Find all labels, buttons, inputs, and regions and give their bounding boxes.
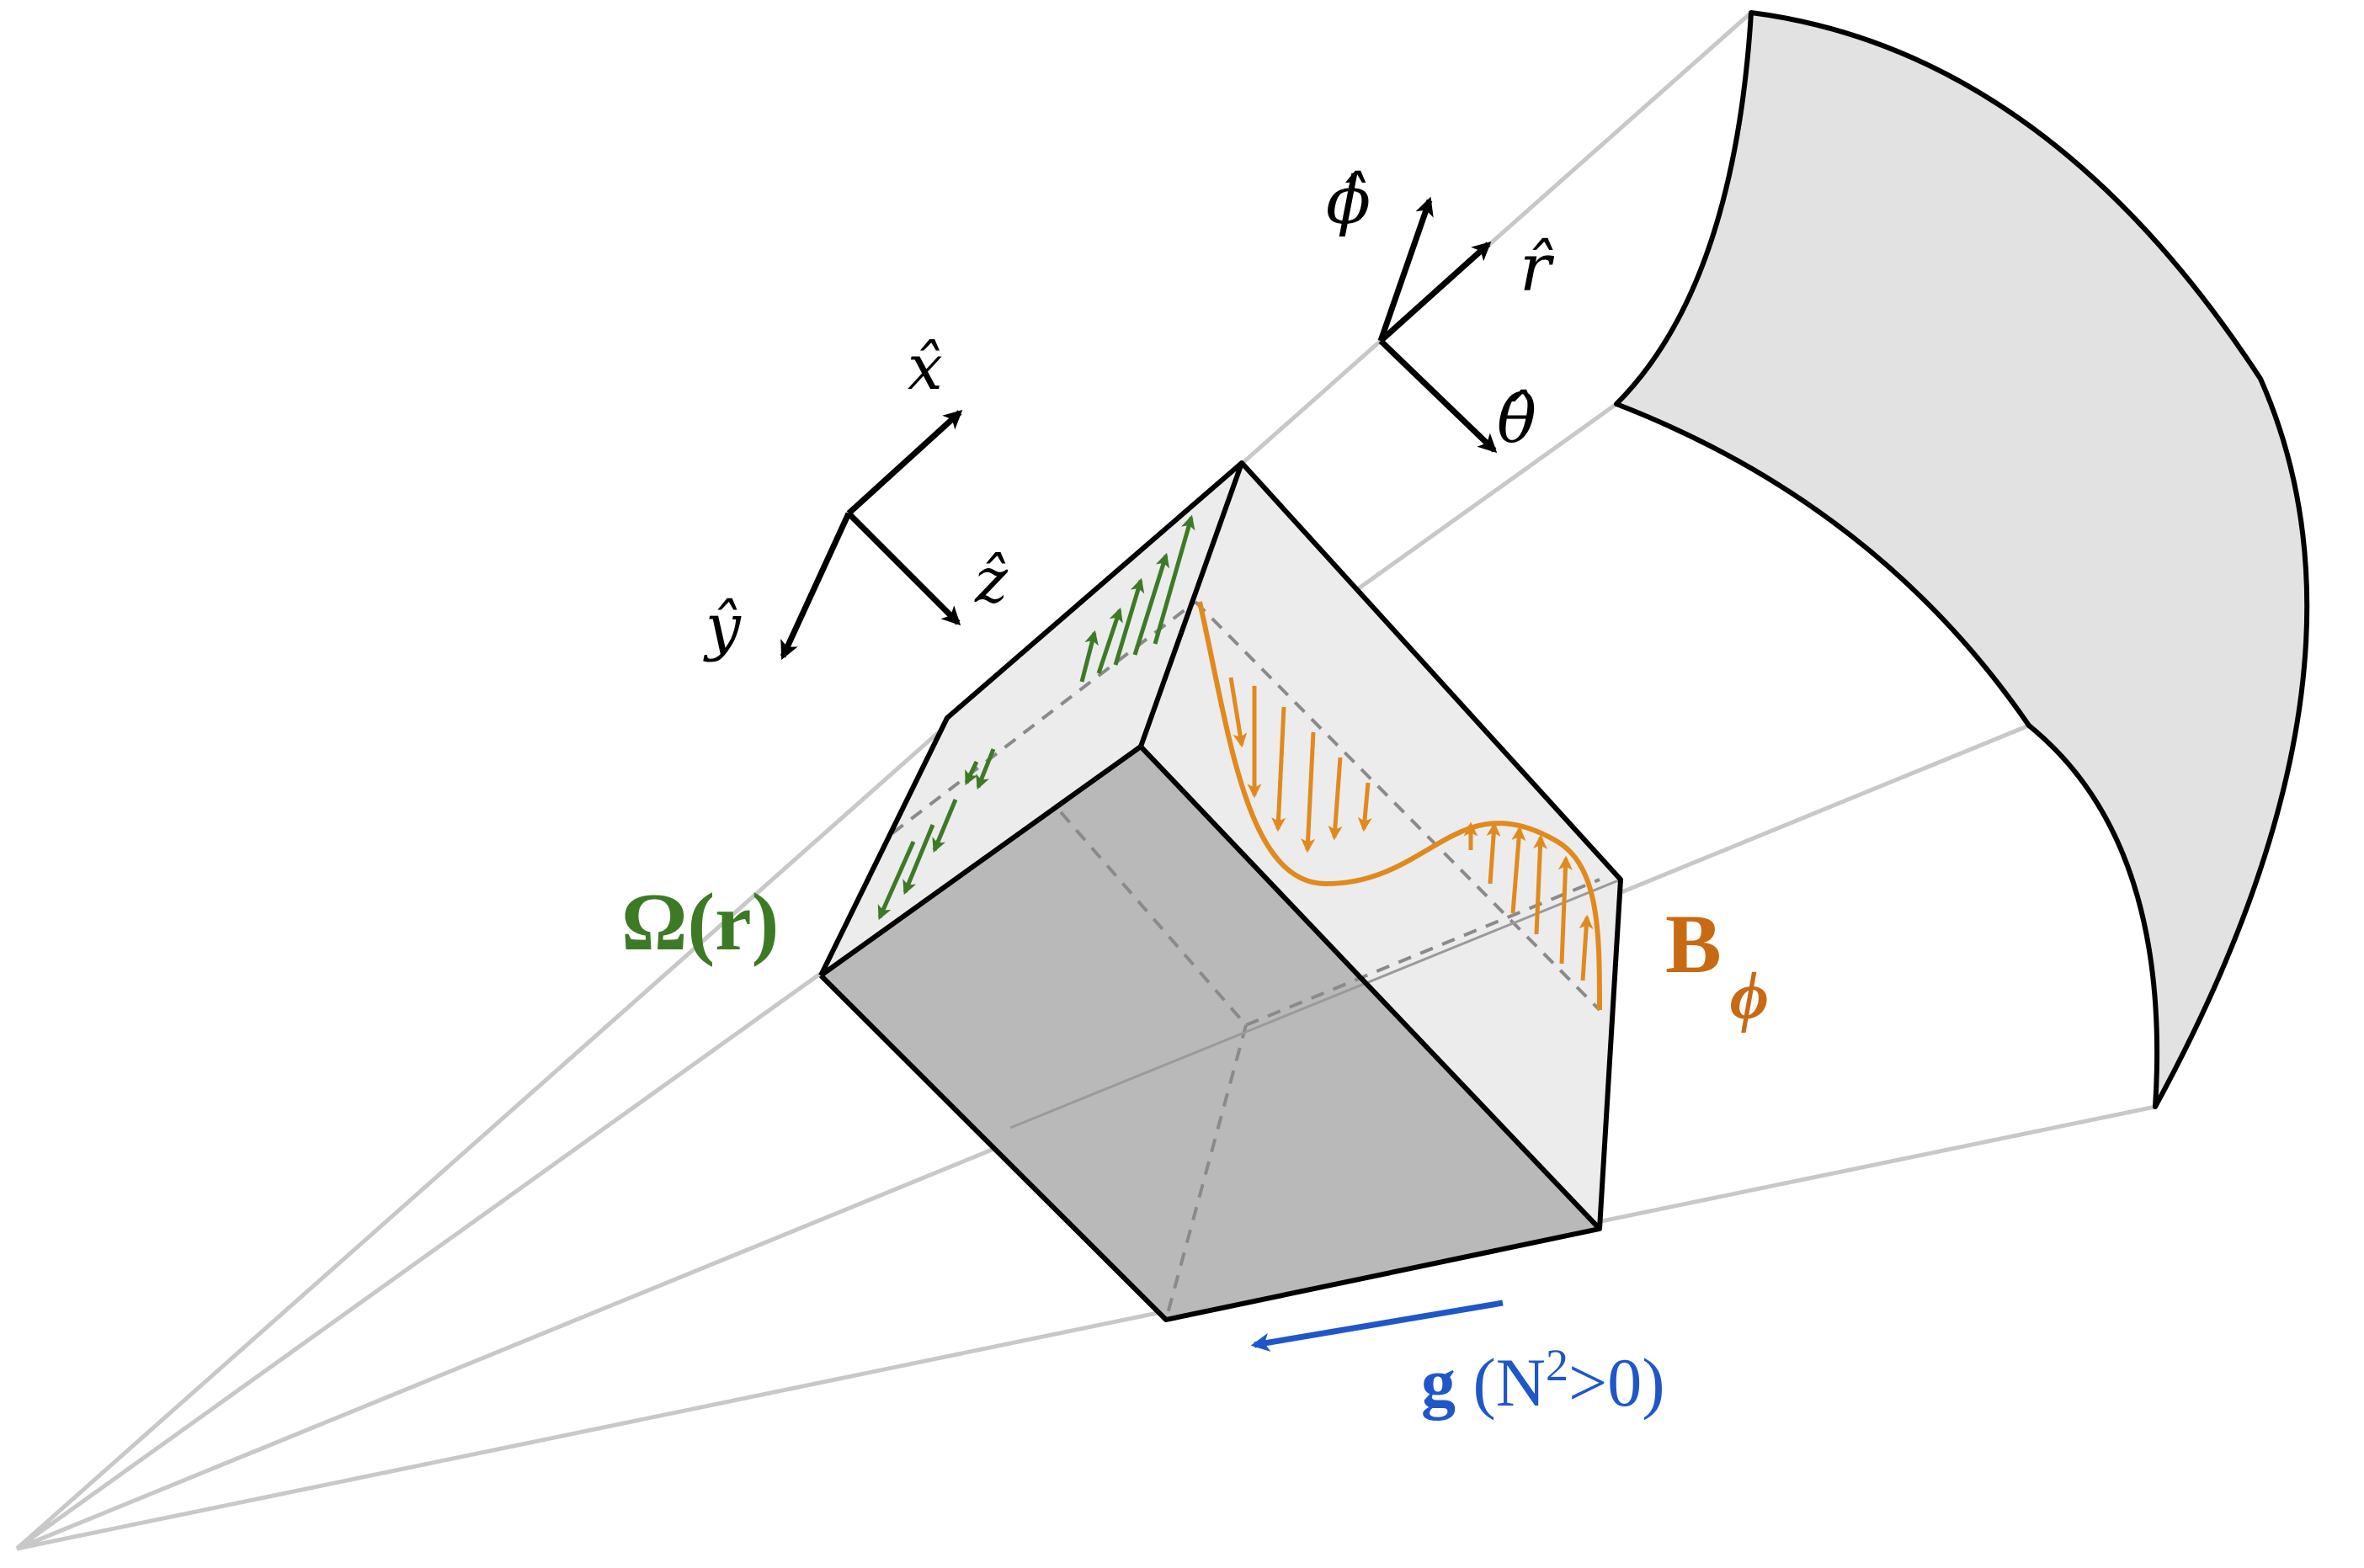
gravity-arrow bbox=[1250, 1300, 1504, 1353]
box-edge-front-right bbox=[1138, 744, 1602, 1231]
gravity-label: g (N2>0) bbox=[1421, 1340, 1665, 1421]
omega-arrow-1 bbox=[1079, 630, 1099, 683]
field-arrow-4 bbox=[1301, 731, 1316, 853]
b-field-subscript: ϕ bbox=[1730, 959, 1769, 1034]
theta-hat-label: θ̂ bbox=[1497, 382, 1536, 458]
field-arrow-6 bbox=[1357, 782, 1372, 832]
y-axis-arrow bbox=[780, 512, 852, 661]
field-arrow-8 bbox=[1486, 821, 1501, 885]
omega-arrow-6 bbox=[964, 760, 979, 786]
box-right-face bbox=[1141, 463, 1621, 1229]
x-hat-label: x̂ bbox=[908, 332, 943, 404]
box-edge-vertical bbox=[1138, 461, 1244, 748]
field-arrow-5 bbox=[1328, 757, 1343, 841]
y-hat-label: ŷ bbox=[703, 591, 742, 663]
box-edge-front-top bbox=[819, 744, 1142, 978]
b-field-label: Bϕ bbox=[1665, 897, 1769, 1034]
omega-arrow-3 bbox=[1113, 577, 1145, 666]
box-edges bbox=[818, 460, 1623, 1322]
cone-line-over-box bbox=[1009, 878, 1621, 1129]
r-axis-arrow bbox=[1378, 242, 1492, 343]
z-hat-label: ẑ bbox=[974, 545, 1009, 617]
field-profile-curve bbox=[1197, 601, 1602, 1011]
omega-arrow-7 bbox=[976, 748, 996, 790]
omega-arrow-4 bbox=[1132, 552, 1170, 656]
omega-arrows bbox=[877, 514, 1195, 921]
omega-arrow-10 bbox=[877, 840, 916, 921]
phi-hat-label: ϕ̂ bbox=[1326, 163, 1371, 239]
hidden-edge-1 bbox=[1245, 878, 1600, 1027]
omega-label: Ω(r) bbox=[621, 877, 779, 968]
hidden-edge-2 bbox=[1164, 1024, 1248, 1321]
cartesian-axes bbox=[780, 409, 963, 661]
field-arrow-1 bbox=[1228, 677, 1248, 748]
theta-axis-arrow bbox=[1378, 338, 1498, 454]
cone-line-4 bbox=[16, 1104, 2156, 1551]
box-front-face bbox=[821, 747, 1600, 1320]
gravity-g: g bbox=[1421, 1344, 1456, 1421]
gravity-superscript: 2 bbox=[1546, 1340, 1568, 1390]
gravity-paren-close: >0) bbox=[1568, 1344, 1665, 1421]
field-arrow-12 bbox=[1579, 914, 1594, 981]
omega-arrow-9 bbox=[902, 824, 935, 896]
omega-arrow-8 bbox=[932, 799, 958, 853]
hidden-edge-5 bbox=[1194, 600, 1601, 1012]
z-axis-arrow bbox=[846, 511, 961, 626]
hidden-edge-4 bbox=[891, 600, 1197, 835]
r-hat-label: r̂ bbox=[1520, 231, 1555, 306]
box-outer-edge bbox=[818, 460, 1623, 1322]
gravity-paren-open: (N bbox=[1456, 1344, 1546, 1421]
omega-arrow-5 bbox=[1153, 514, 1195, 645]
spherical-axes bbox=[1377, 196, 1498, 454]
field-arrow-10 bbox=[1532, 834, 1547, 935]
box-hidden-edges bbox=[891, 600, 1601, 1321]
x-axis-arrow bbox=[846, 409, 963, 516]
shell-segment bbox=[1614, 10, 2310, 1109]
phi-axis-arrow bbox=[1377, 196, 1434, 343]
omega-arrow-2 bbox=[1096, 607, 1123, 674]
b-field-main: B bbox=[1665, 897, 1722, 991]
field-arrow-3 bbox=[1271, 706, 1286, 832]
field-arrow-11 bbox=[1557, 855, 1573, 965]
field-arrow-9 bbox=[1510, 826, 1526, 914]
field-arrows bbox=[1228, 677, 1594, 981]
